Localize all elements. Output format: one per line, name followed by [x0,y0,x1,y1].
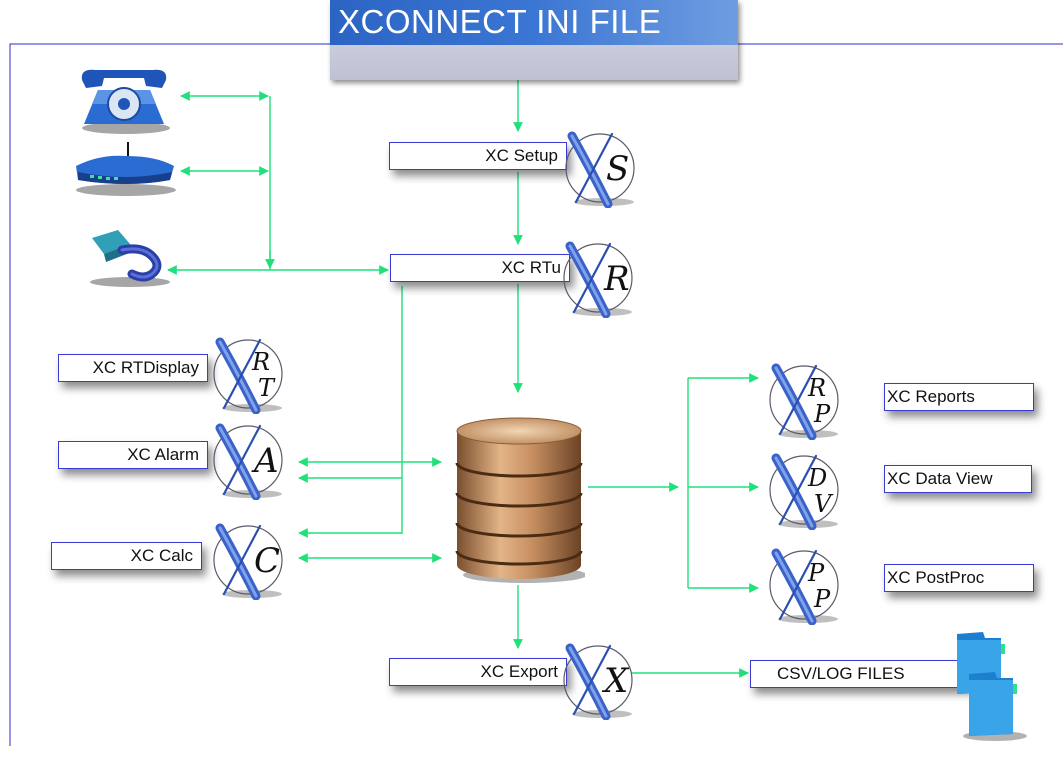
node-setup-label: XC Setup [389,142,567,170]
telephone-icon [81,69,170,134]
calc-x-logo-icon: C [213,523,283,600]
modem-icon [76,142,176,196]
export-x-logo-icon: X [563,643,633,720]
setup-logo-letter: S [606,149,629,189]
node-files-label: CSV/LOG FILES [750,660,970,688]
rtu-x-logo-icon: R [563,241,633,318]
postproc-x-logo-icon: PP [769,548,839,625]
export-logo-letter: X [601,661,630,701]
dataview-x-logo-icon: DV [769,453,839,530]
rtdisplay-logo-letter-bottom: T [258,374,276,402]
node-reports-label: XC Reports [884,383,1034,411]
reports-logo-letter-top: R [807,374,826,402]
node-calc-label: XC Calc [51,542,202,570]
node-dataview-label: XC Data View [884,465,1032,493]
setup-x-logo-icon: S [565,131,635,208]
title-banner: XCONNECT INI FILE [330,0,738,80]
rtdisplay-x-logo-icon: RT [213,337,283,414]
calc-logo-letter: C [254,541,280,581]
reports-x-logo-icon: RP [769,363,839,440]
node-export-label: XC Export [389,658,567,686]
postproc-logo-letter-bottom: P [813,585,831,613]
diagram-frame [9,43,1063,746]
database-icon [455,417,585,583]
node-alarm-label: XC Alarm [58,441,208,469]
alarm-logo-letter: A [251,441,279,481]
rtdisplay-logo-letter-top: R [251,348,270,376]
network-cable-icon [90,230,170,287]
file-folders-icon [957,632,1027,741]
title-band: XCONNECT INI FILE [330,0,738,45]
node-postproc-label: XC PostProc [884,564,1034,592]
dataview-logo-letter-bottom: V [814,490,834,518]
node-rtdisplay-label: XC RTDisplay [58,354,208,382]
rtu-feed-line [298,286,403,538]
postproc-logo-letter-top: P [807,559,825,587]
node-rtu-label: XC RTu [390,254,570,282]
dataview-logo-letter-top: D [807,464,827,492]
alarm-x-logo-icon: A [213,423,283,500]
rtu-logo-letter: R [603,259,630,299]
diagram-title: XCONNECT INI FILE [338,3,662,40]
reports-logo-letter-bottom: P [813,400,831,428]
